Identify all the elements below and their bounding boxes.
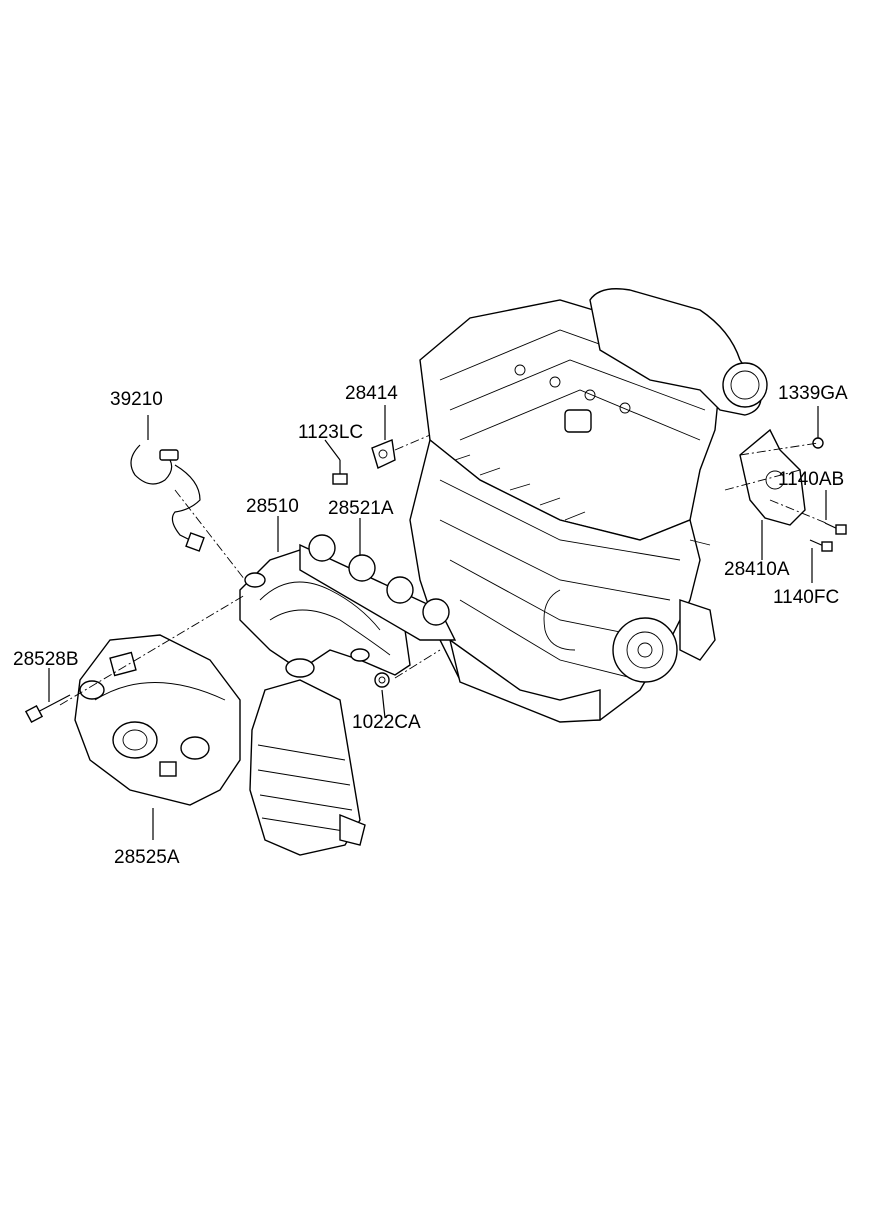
label-1123LC: 1123LC (298, 422, 364, 443)
manifold-gasket (299, 534, 457, 641)
label-1022CA: 1022CA (352, 712, 421, 733)
label-1339GA: 1339GA (778, 383, 848, 404)
heat-shield-bolt (24, 694, 71, 724)
label-28510: 28510 (246, 496, 299, 517)
label-39210: 39210 (110, 389, 163, 410)
label-28525A: 28525A (114, 847, 180, 868)
leader-lines (48, 405, 827, 840)
catalytic-converter (249, 679, 366, 856)
bracket-bolt (332, 439, 396, 485)
label-28414: 28414 (345, 383, 398, 404)
label-28528B: 28528B (13, 649, 79, 670)
label-28521A: 28521A (328, 498, 394, 519)
manifold-nut (374, 672, 390, 688)
heat-shield (74, 634, 241, 806)
support-bracket (739, 428, 847, 552)
label-28410A: 28410A (724, 559, 790, 580)
exhaust-manifold (239, 549, 411, 678)
oxygen-sensor (130, 444, 205, 552)
label-1140AB: 1140AB (778, 469, 845, 490)
label-1140FC: 1140FC (773, 587, 840, 608)
assembly-lines (59, 434, 827, 706)
engine-assembly (409, 288, 768, 723)
